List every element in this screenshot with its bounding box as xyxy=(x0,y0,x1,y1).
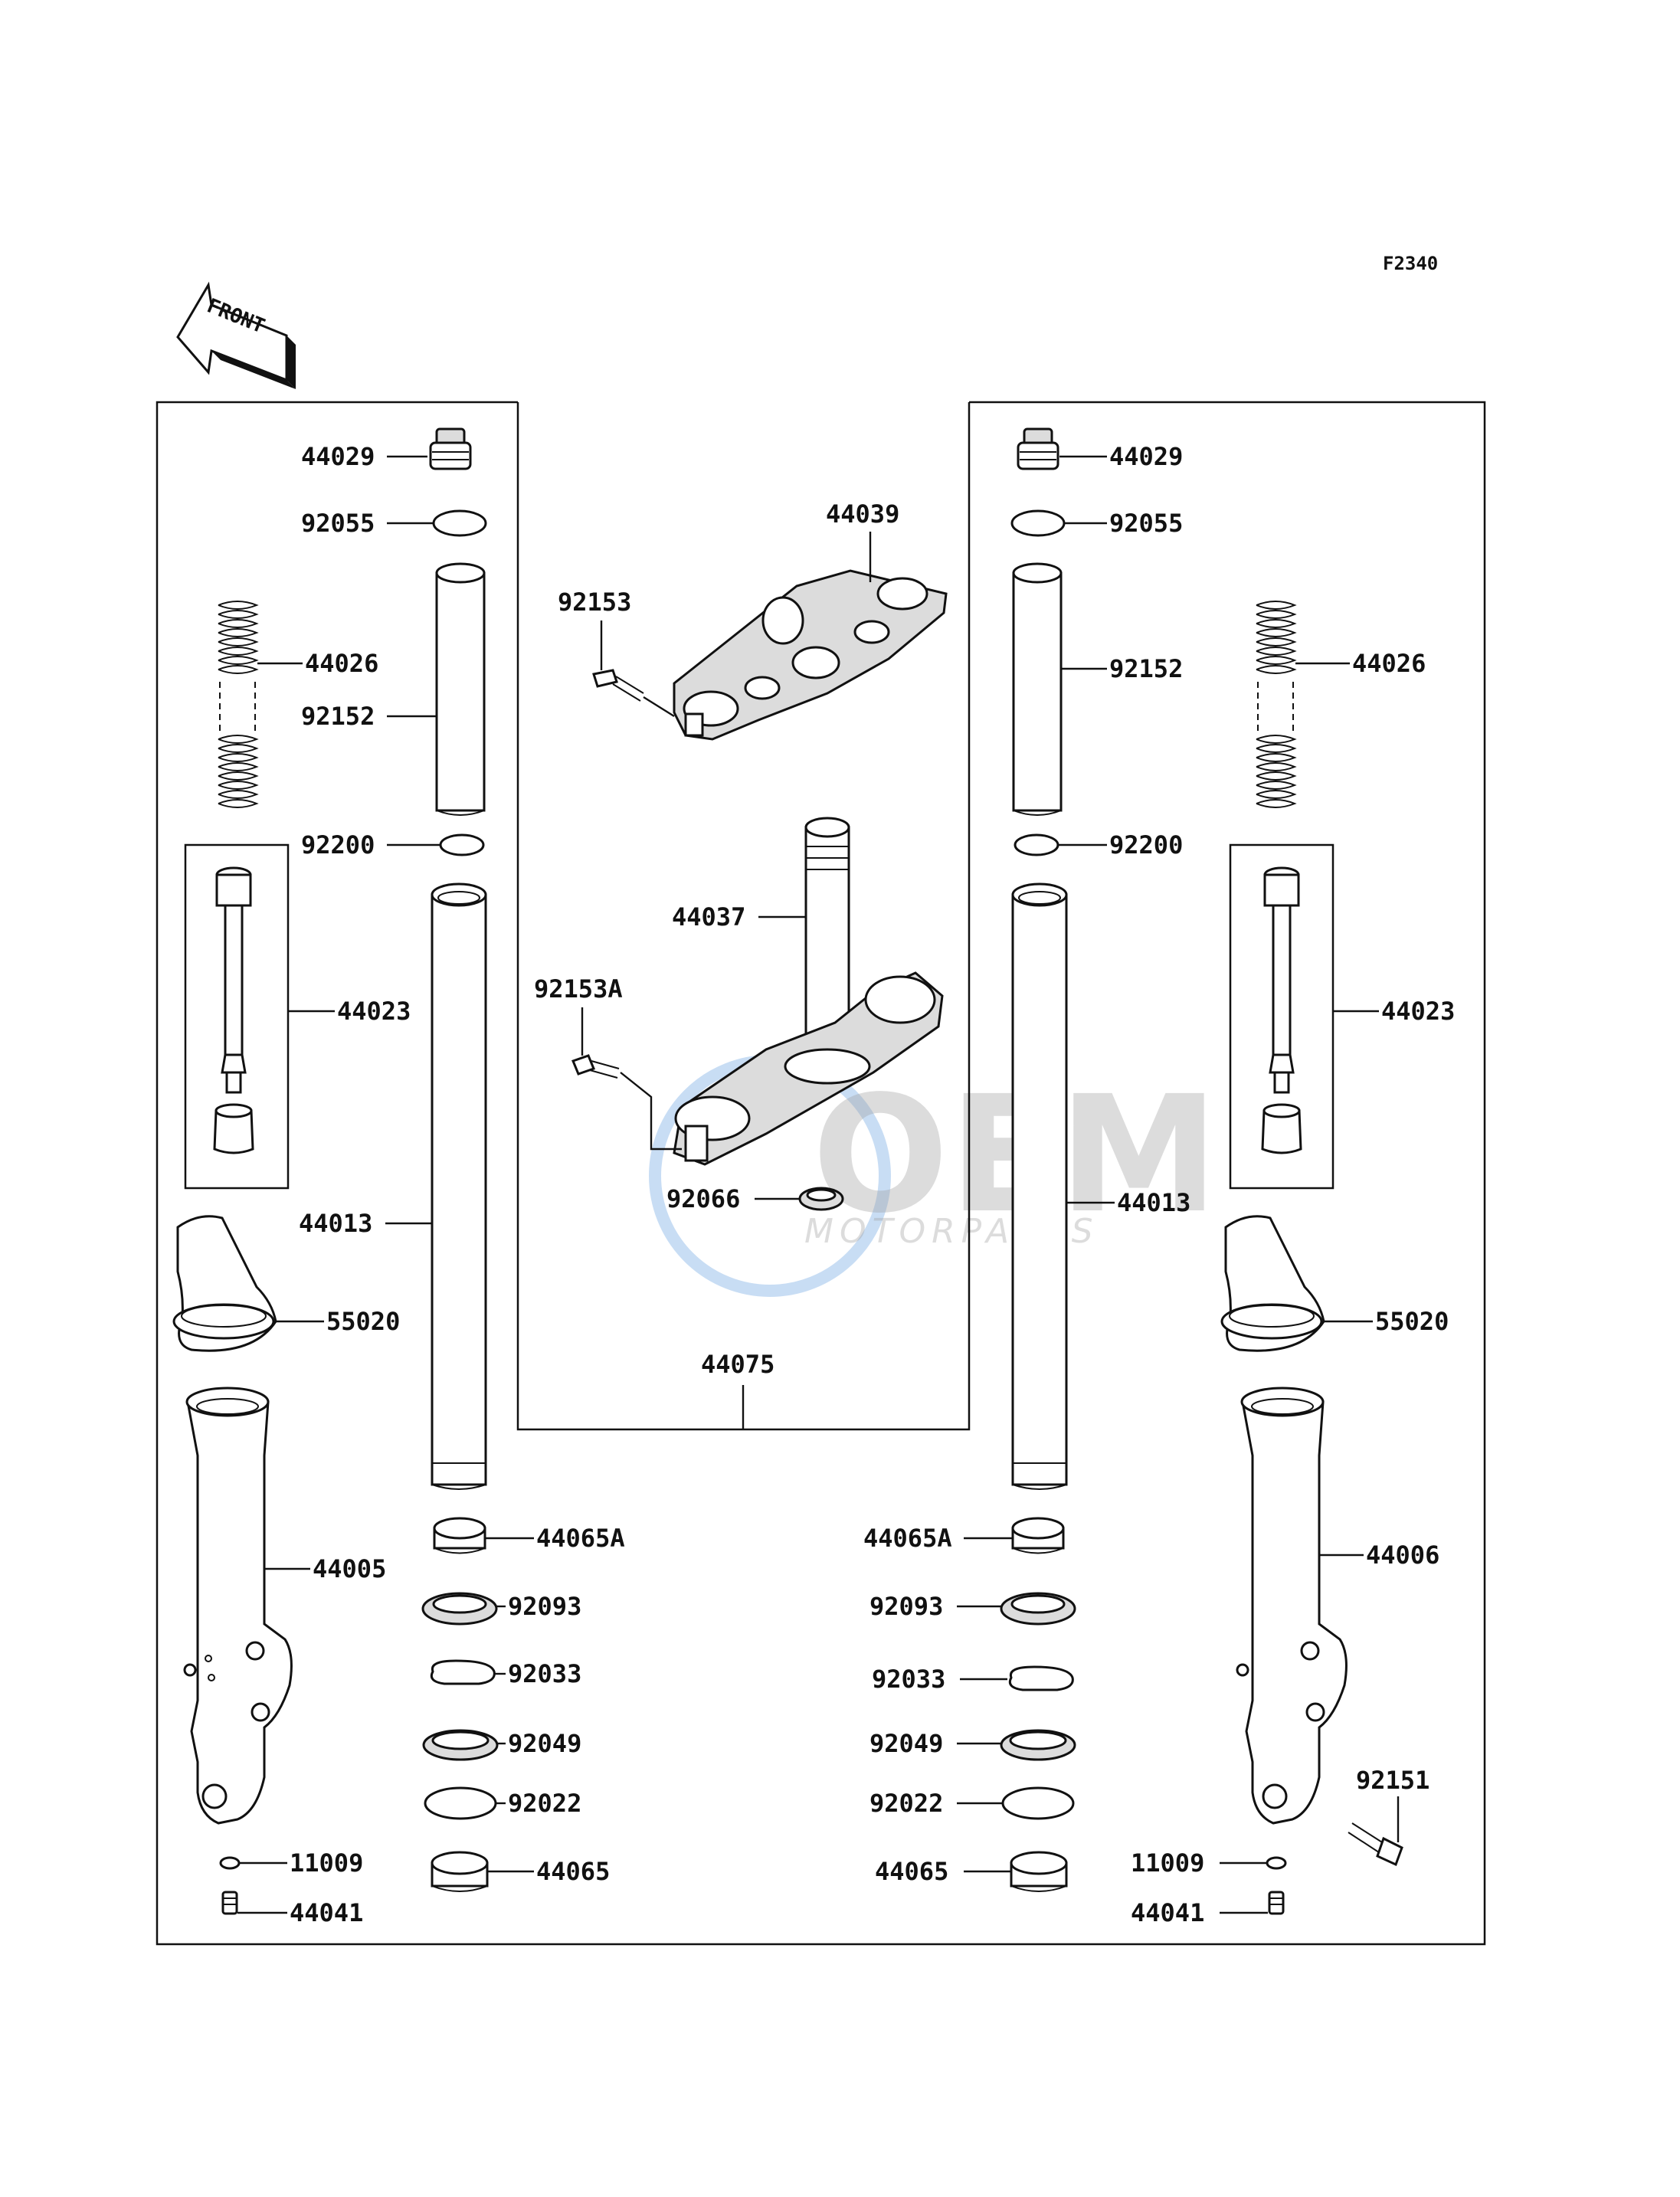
label-44065A-right: 44065A xyxy=(863,1524,952,1553)
snap-ring-right xyxy=(1008,1665,1074,1691)
spring-left xyxy=(218,601,259,808)
label-44065-left: 44065 xyxy=(536,1857,610,1886)
label-44013-left: 44013 xyxy=(299,1209,372,1238)
label-44023-left: 44023 xyxy=(337,997,411,1026)
label-92049-right: 92049 xyxy=(869,1729,943,1758)
label-92033-right: 92033 xyxy=(872,1665,945,1694)
oil-seal-right xyxy=(1000,1729,1076,1761)
grease-seal-92066 xyxy=(798,1187,844,1211)
label-92033-left: 92033 xyxy=(508,1659,581,1688)
collar-pipe-right xyxy=(1012,562,1063,816)
label-92049-left: 92049 xyxy=(508,1729,581,1758)
label-92093-right: 92093 xyxy=(869,1592,943,1621)
label-92153: 92153 xyxy=(558,588,631,617)
label-55020-left: 55020 xyxy=(326,1307,400,1336)
label-44039: 44039 xyxy=(826,499,899,529)
label-44065-right: 44065 xyxy=(875,1857,948,1886)
front-arrow-icon: FRONT xyxy=(176,281,296,389)
label-44026-right: 44026 xyxy=(1352,649,1426,678)
fork-guard-left xyxy=(172,1215,277,1352)
right-fork: 44029 92055 92152 44026 92200 xyxy=(863,427,1455,1927)
label-44013-right: 44013 xyxy=(1117,1188,1190,1217)
cylinder-assy-right xyxy=(1261,866,1302,1154)
bolt-92153A xyxy=(571,1054,620,1079)
washer-right xyxy=(1014,833,1059,856)
steering-stem xyxy=(673,817,944,1166)
figure-code: F2340 xyxy=(1383,253,1438,274)
guide-bushing-left xyxy=(431,1851,489,1892)
collar-pipe-left xyxy=(435,562,486,816)
label-44075: 44075 xyxy=(701,1350,775,1379)
inner-tube-left xyxy=(431,882,487,1490)
label-44026-left: 44026 xyxy=(305,649,378,678)
washer-92022-right xyxy=(1001,1786,1075,1820)
outer-tube-right xyxy=(1236,1387,1348,1825)
o-ring-left xyxy=(432,509,487,537)
label-44023-right: 44023 xyxy=(1381,997,1455,1026)
label-44037: 44037 xyxy=(672,902,745,932)
outer-tube-left xyxy=(183,1387,293,1825)
dust-seal-right xyxy=(1000,1592,1076,1626)
gasket-left xyxy=(219,1856,241,1870)
label-55020-right: 55020 xyxy=(1375,1307,1449,1336)
label-11009-right: 11009 xyxy=(1131,1848,1204,1878)
spring-right xyxy=(1256,601,1297,808)
bolt-44041-right xyxy=(1268,1891,1285,1915)
label-44029-left: 44029 xyxy=(301,442,375,471)
upper-bracket xyxy=(673,569,948,741)
label-92022-right: 92022 xyxy=(869,1789,943,1818)
label-92093-left: 92093 xyxy=(508,1592,581,1621)
snap-ring-left xyxy=(430,1659,496,1685)
left-fork: 44029 92055 92152 44026 92200 xyxy=(172,427,625,1927)
cap-bolt-right xyxy=(1017,427,1059,470)
cap-bolt-left xyxy=(429,427,472,470)
dust-seal-left xyxy=(421,1592,498,1626)
gasket-right xyxy=(1266,1856,1287,1870)
label-92200-left: 92200 xyxy=(301,830,375,859)
label-11009-left: 11009 xyxy=(290,1848,363,1878)
o-ring-right xyxy=(1010,509,1066,537)
label-92055-left: 92055 xyxy=(301,509,375,538)
oil-seal-left xyxy=(422,1729,499,1761)
washer-92022-left xyxy=(424,1786,497,1820)
label-92200-right: 92200 xyxy=(1109,830,1183,859)
label-92022-left: 92022 xyxy=(508,1789,581,1818)
label-92153A: 92153A xyxy=(534,974,623,1004)
label-44041-left: 44041 xyxy=(290,1898,363,1927)
label-92055-right: 92055 xyxy=(1109,509,1183,538)
bolt-92151 xyxy=(1348,1822,1403,1867)
label-92066: 92066 xyxy=(666,1184,740,1213)
cylinder-assy-left xyxy=(213,866,254,1154)
guide-bushing-right xyxy=(1010,1851,1068,1892)
group-frame xyxy=(156,401,1486,1946)
label-44006-right: 44006 xyxy=(1366,1541,1439,1570)
label-92152-right: 92152 xyxy=(1109,654,1183,683)
label-44029-right: 44029 xyxy=(1109,442,1183,471)
slide-bushing-44065A-left xyxy=(433,1517,486,1554)
label-44041-right: 44041 xyxy=(1131,1898,1204,1927)
label-92152-left: 92152 xyxy=(301,702,375,731)
slide-bushing-44065A-right xyxy=(1011,1517,1065,1554)
label-44005-left: 44005 xyxy=(313,1554,386,1583)
bolt-44041-left xyxy=(221,1891,238,1915)
steering-group: 44039 92153 44037 xyxy=(534,499,948,1379)
fork-guard-right xyxy=(1220,1215,1325,1352)
washer-left xyxy=(439,833,485,856)
label-44065A-left: 44065A xyxy=(536,1524,625,1553)
label-92151-right: 92151 xyxy=(1356,1766,1429,1795)
inner-tube-right xyxy=(1011,882,1068,1490)
bolt-92153 xyxy=(592,669,644,702)
